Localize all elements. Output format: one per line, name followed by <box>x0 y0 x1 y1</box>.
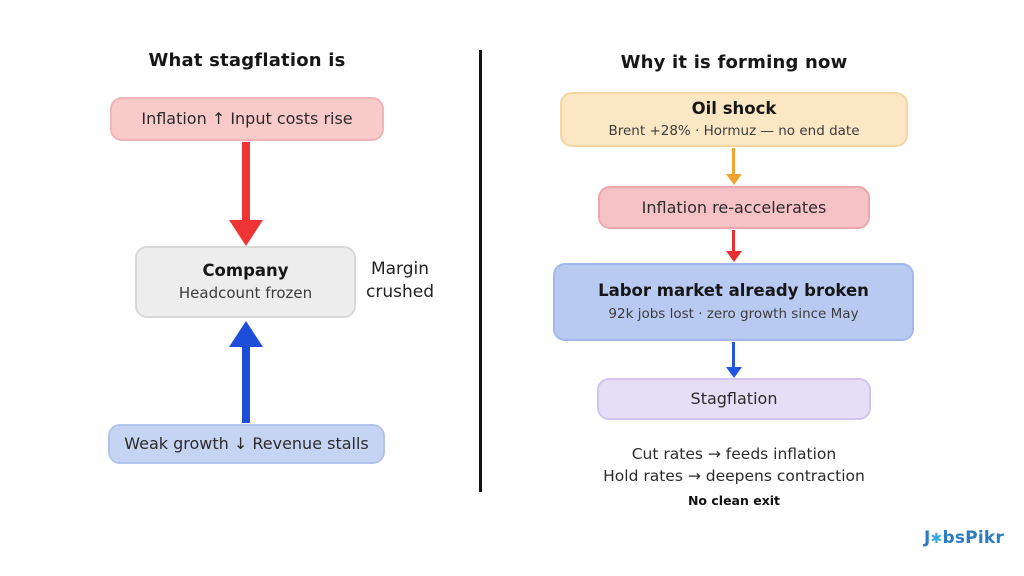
inflation-arrow-down-icon <box>229 220 263 246</box>
growth-arrow-up-icon <box>229 321 263 347</box>
gear-icon: ✱ <box>930 531 943 547</box>
oil-shock-node: Oil shock Brent +28% · Hormuz — no end d… <box>560 92 908 147</box>
oil-arrow-down-icon <box>726 174 742 185</box>
margin-crushed-line1: Margin <box>370 259 430 279</box>
weak-growth-label: Weak growth ↓ Revenue stalls <box>124 434 369 453</box>
labor-market-title: Labor market already broken <box>598 281 869 301</box>
weak-growth-node: Weak growth ↓ Revenue stalls <box>108 424 385 464</box>
hold-rates-line: Hold rates → deepens contraction <box>603 467 865 485</box>
panel-divider <box>479 50 482 492</box>
margin-crushed-line2: crushed <box>366 281 434 302</box>
inflation-right-arrow-shaft <box>732 230 735 251</box>
jobspikr-logo-suffix: bsPikr <box>942 528 1004 548</box>
stagflation-label: Stagflation <box>690 389 778 408</box>
right-panel-title: Why it is forming now <box>620 52 848 73</box>
oil-arrow-shaft <box>732 148 735 174</box>
labor-arrow-down-icon <box>726 367 742 378</box>
inflation-input-costs-node: Inflation ↑ Input costs rise <box>110 97 384 141</box>
stagflation-node: Stagflation <box>597 378 871 420</box>
oil-shock-title: Oil shock <box>691 98 777 118</box>
labor-market-subtitle: 92k jobs lost · zero growth since May <box>608 305 859 322</box>
margin-crushed-note: Margin crushed <box>358 258 442 304</box>
labor-arrow-shaft <box>732 342 735 367</box>
inflation-input-costs-label: Inflation ↑ Input costs rise <box>141 109 353 128</box>
left-panel-title: What stagflation is <box>148 50 346 71</box>
jobspikr-logo-prefix: J <box>924 528 931 548</box>
company-node-title: Company <box>202 260 289 280</box>
cut-rates-line: Cut rates → feeds inflation <box>631 445 837 463</box>
policy-outcome-note: Cut rates → feeds inflation Hold rates →… <box>540 443 928 512</box>
labor-market-node: Labor market already broken 92k jobs los… <box>553 263 914 341</box>
company-node: Company Headcount frozen <box>135 246 356 318</box>
jobspikr-logo: J✱bsPikr <box>924 528 1004 548</box>
company-node-subtitle: Headcount frozen <box>178 284 313 303</box>
inflation-reaccelerates-label: Inflation re-accelerates <box>641 197 827 217</box>
inflation-arrow-shaft <box>242 142 250 220</box>
inflation-reaccelerates-node: Inflation re-accelerates <box>598 186 870 229</box>
oil-shock-subtitle: Brent +28% · Hormuz — no end date <box>608 123 860 140</box>
no-clean-exit-line: No clean exit <box>687 493 781 508</box>
growth-arrow-shaft <box>242 347 250 423</box>
inflation-right-arrow-down-icon <box>726 251 742 262</box>
